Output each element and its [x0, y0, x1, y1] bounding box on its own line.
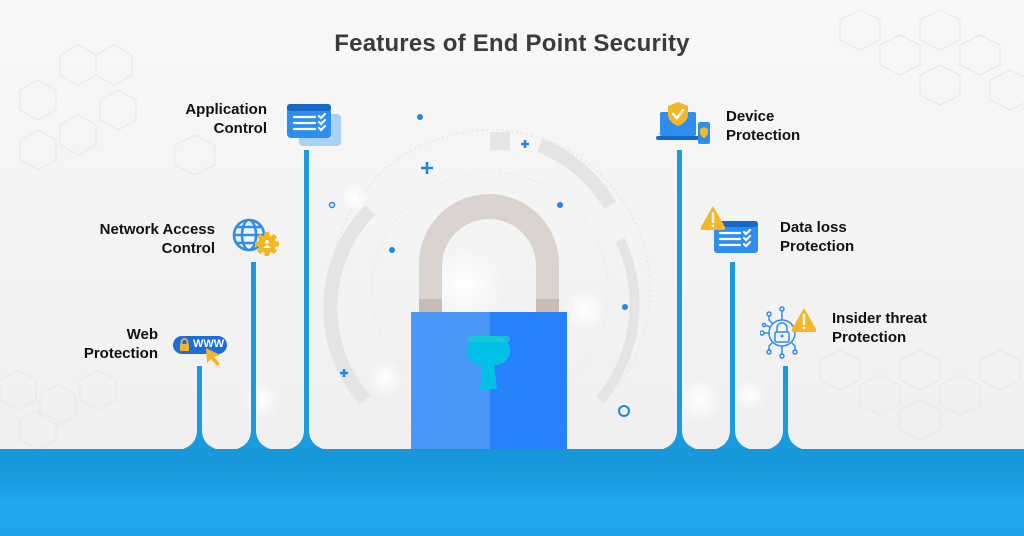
- www-badge: WWW: [173, 336, 227, 354]
- sparkle-rings: [328, 201, 630, 417]
- base-band: [0, 449, 1024, 536]
- label-web-protection: Web Protection: [40, 325, 158, 363]
- label-line: Web: [126, 326, 158, 343]
- hexagon-pattern-left: [0, 44, 216, 451]
- label-network-access-control: Network Access Control: [60, 220, 215, 258]
- www-text: WWW: [193, 338, 225, 350]
- label-insider-threat-protection: Insider threat Protection: [832, 309, 1002, 347]
- label-line: Data loss: [780, 219, 847, 236]
- globe-gear-icon: [232, 218, 279, 256]
- label-line: Device: [726, 108, 775, 125]
- warning-checklist-icon: [700, 206, 758, 253]
- label-line: Protection: [83, 345, 158, 362]
- label-line: Application: [185, 101, 267, 118]
- laptop-phone-shield-icon: [656, 102, 710, 144]
- checklist-window-icon: [287, 104, 341, 146]
- network-lock-warning-icon: [760, 306, 817, 359]
- label-line: Protection: [832, 329, 907, 346]
- page-title: Features of End Point Security: [334, 30, 690, 57]
- padlock-icon: [411, 194, 567, 450]
- label-data-loss-protection: Data loss Protection: [780, 218, 930, 256]
- sparkle-plus: [340, 140, 529, 377]
- label-application-control: Application Control: [140, 100, 267, 138]
- lock-icon: [180, 338, 189, 351]
- label-device-protection: Device Protection: [726, 107, 876, 145]
- label-line: Network Access: [99, 221, 215, 238]
- label-line: Insider threat: [832, 310, 928, 327]
- label-line: Protection: [726, 127, 801, 144]
- label-line: Protection: [780, 238, 855, 255]
- label-line: Control: [161, 240, 215, 257]
- hexagon-pattern-right: [819, 9, 1024, 441]
- cursor-icon: [206, 348, 220, 366]
- sparkle-dots: [389, 114, 628, 310]
- connector-lines: [183, 150, 802, 449]
- label-line: Control: [213, 120, 267, 137]
